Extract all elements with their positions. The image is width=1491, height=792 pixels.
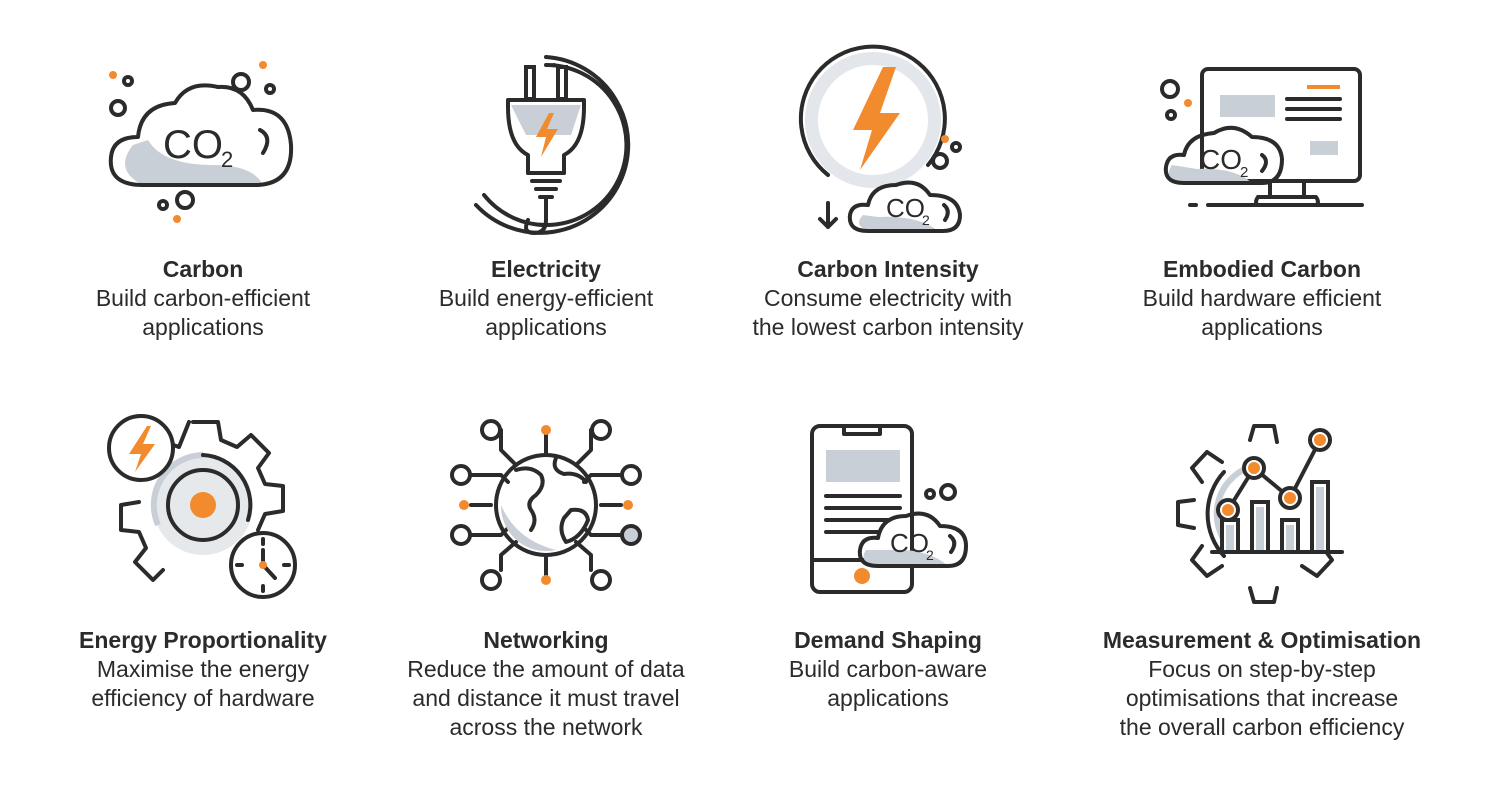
gear-chart-icon bbox=[1162, 410, 1362, 610]
monitor-co2-icon: CO 2 bbox=[1160, 45, 1364, 245]
svg-text:2: 2 bbox=[926, 547, 934, 563]
svg-text:CO: CO bbox=[886, 193, 925, 223]
svg-text:2: 2 bbox=[1240, 164, 1248, 181]
co2-cloud-icon: CO 2 bbox=[103, 45, 303, 245]
svg-text:CO: CO bbox=[890, 528, 929, 558]
svg-text:CO: CO bbox=[163, 123, 223, 167]
svg-text:CO: CO bbox=[1200, 144, 1242, 175]
svg-text:2: 2 bbox=[922, 212, 930, 228]
principle-title: Embodied Carbon bbox=[1162, 256, 1362, 282]
svg-text:2: 2 bbox=[221, 147, 233, 172]
principle-title: Demand Shaping bbox=[794, 627, 982, 653]
principle-title: Energy Proportionality bbox=[79, 627, 327, 653]
principle-title: Electricity bbox=[491, 256, 601, 282]
power-plug-icon bbox=[446, 45, 646, 245]
lightning-co2-icon: CO 2 bbox=[788, 44, 988, 245]
principle-title: Measurement & Optimisation bbox=[1102, 627, 1422, 653]
principle-title: Carbon Intensity bbox=[797, 256, 979, 282]
globe-network-icon bbox=[446, 410, 646, 610]
principle-title: Carbon bbox=[162, 256, 244, 282]
phone-co2-icon: CO 2 bbox=[788, 410, 988, 610]
gear-clock-icon bbox=[103, 410, 303, 610]
principle-title: Networking bbox=[483, 627, 609, 653]
